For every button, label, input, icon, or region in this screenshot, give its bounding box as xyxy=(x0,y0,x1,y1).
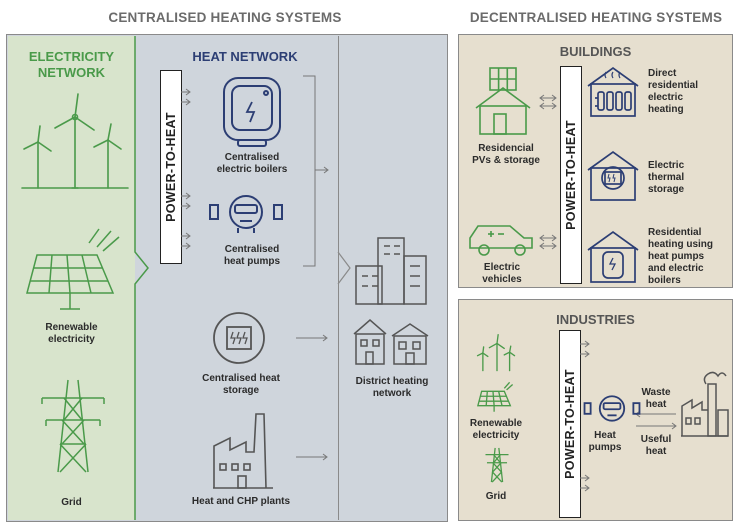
heat-and-chp-plants-label: Heat and CHP plants xyxy=(191,496,291,507)
pylon-icon xyxy=(41,379,105,473)
grid-label: Grid xyxy=(61,497,82,508)
solar-panel-icon xyxy=(26,228,120,310)
city-buildings-icon xyxy=(355,237,427,305)
wind-turbine-small-icon xyxy=(476,334,516,372)
house-pv-icon xyxy=(475,67,531,135)
radiator-house-icon xyxy=(587,66,639,117)
district-divider xyxy=(338,36,339,520)
electric-vehicles-label: Electric vehicles xyxy=(482,262,522,285)
waste-heat-label: Waste heat xyxy=(641,387,671,410)
industries-grid-label: Grid xyxy=(485,491,507,502)
heat-network-title: HEAT NETWORK xyxy=(192,49,298,64)
heat-storage-icon xyxy=(213,312,265,364)
useful-heat-label: Useful heat xyxy=(640,434,672,457)
buildings-panel xyxy=(458,34,733,288)
industries-renewable-label: Renewable electricity xyxy=(469,418,523,441)
industrial-heat-pump-icon xyxy=(583,395,641,422)
industries-panel xyxy=(458,299,733,521)
direct-residential-heating-label: Direct residential electric heating xyxy=(648,68,699,115)
centralised-electric-boilers-label: Centralised electric boilers xyxy=(216,152,288,175)
chp-plant-icon xyxy=(213,413,273,489)
residential-heating-heat-pumps-label: Residential heating using heat pumps and… xyxy=(648,227,713,286)
heat-pump-icon xyxy=(209,195,283,233)
factory-icon xyxy=(681,371,729,437)
solar-panel-small-icon xyxy=(477,381,514,412)
electric-boiler-icon xyxy=(223,77,281,147)
houses-icon xyxy=(353,319,429,365)
electric-vehicle-icon xyxy=(469,225,533,256)
power-to-heat-industries: POWER-TO-HEAT xyxy=(559,330,581,518)
electricity-network-title: ELECTRICITY NETWORK xyxy=(28,49,115,80)
decentralised-header: DECENTRALISED HEATING SYSTEMS xyxy=(469,10,723,25)
electricity-network-panel xyxy=(8,36,135,520)
district-heating-network-label: District heating network xyxy=(355,376,429,399)
boiler-house-icon xyxy=(587,230,639,283)
power-to-heat-buildings: POWER-TO-HEAT xyxy=(560,66,582,284)
buildings-title: BUILDINGS xyxy=(559,44,632,59)
residencial-pvs-storage-label: Residencial PVs & storage xyxy=(472,143,540,166)
heat-pumps-label: Heat pumps xyxy=(588,430,622,453)
pylon-small-icon xyxy=(485,447,509,483)
centralised-heat-pumps-label: Centralised heat pumps xyxy=(223,244,281,267)
centralised-header: CENTRALISED HEATING SYSTEMS xyxy=(108,10,342,25)
industries-title: INDUSTRIES xyxy=(556,312,635,327)
power-to-heat-central: POWER-TO-HEAT xyxy=(160,70,182,264)
wind-turbine-icon xyxy=(21,93,129,189)
electric-thermal-storage-label: Electric thermal storage xyxy=(648,160,685,195)
centralised-heat-storage-label: Centralised heat storage xyxy=(202,373,280,396)
renewable-electricity-label: Renewable electricity xyxy=(45,322,98,345)
thermal-storage-house-icon xyxy=(587,150,639,201)
